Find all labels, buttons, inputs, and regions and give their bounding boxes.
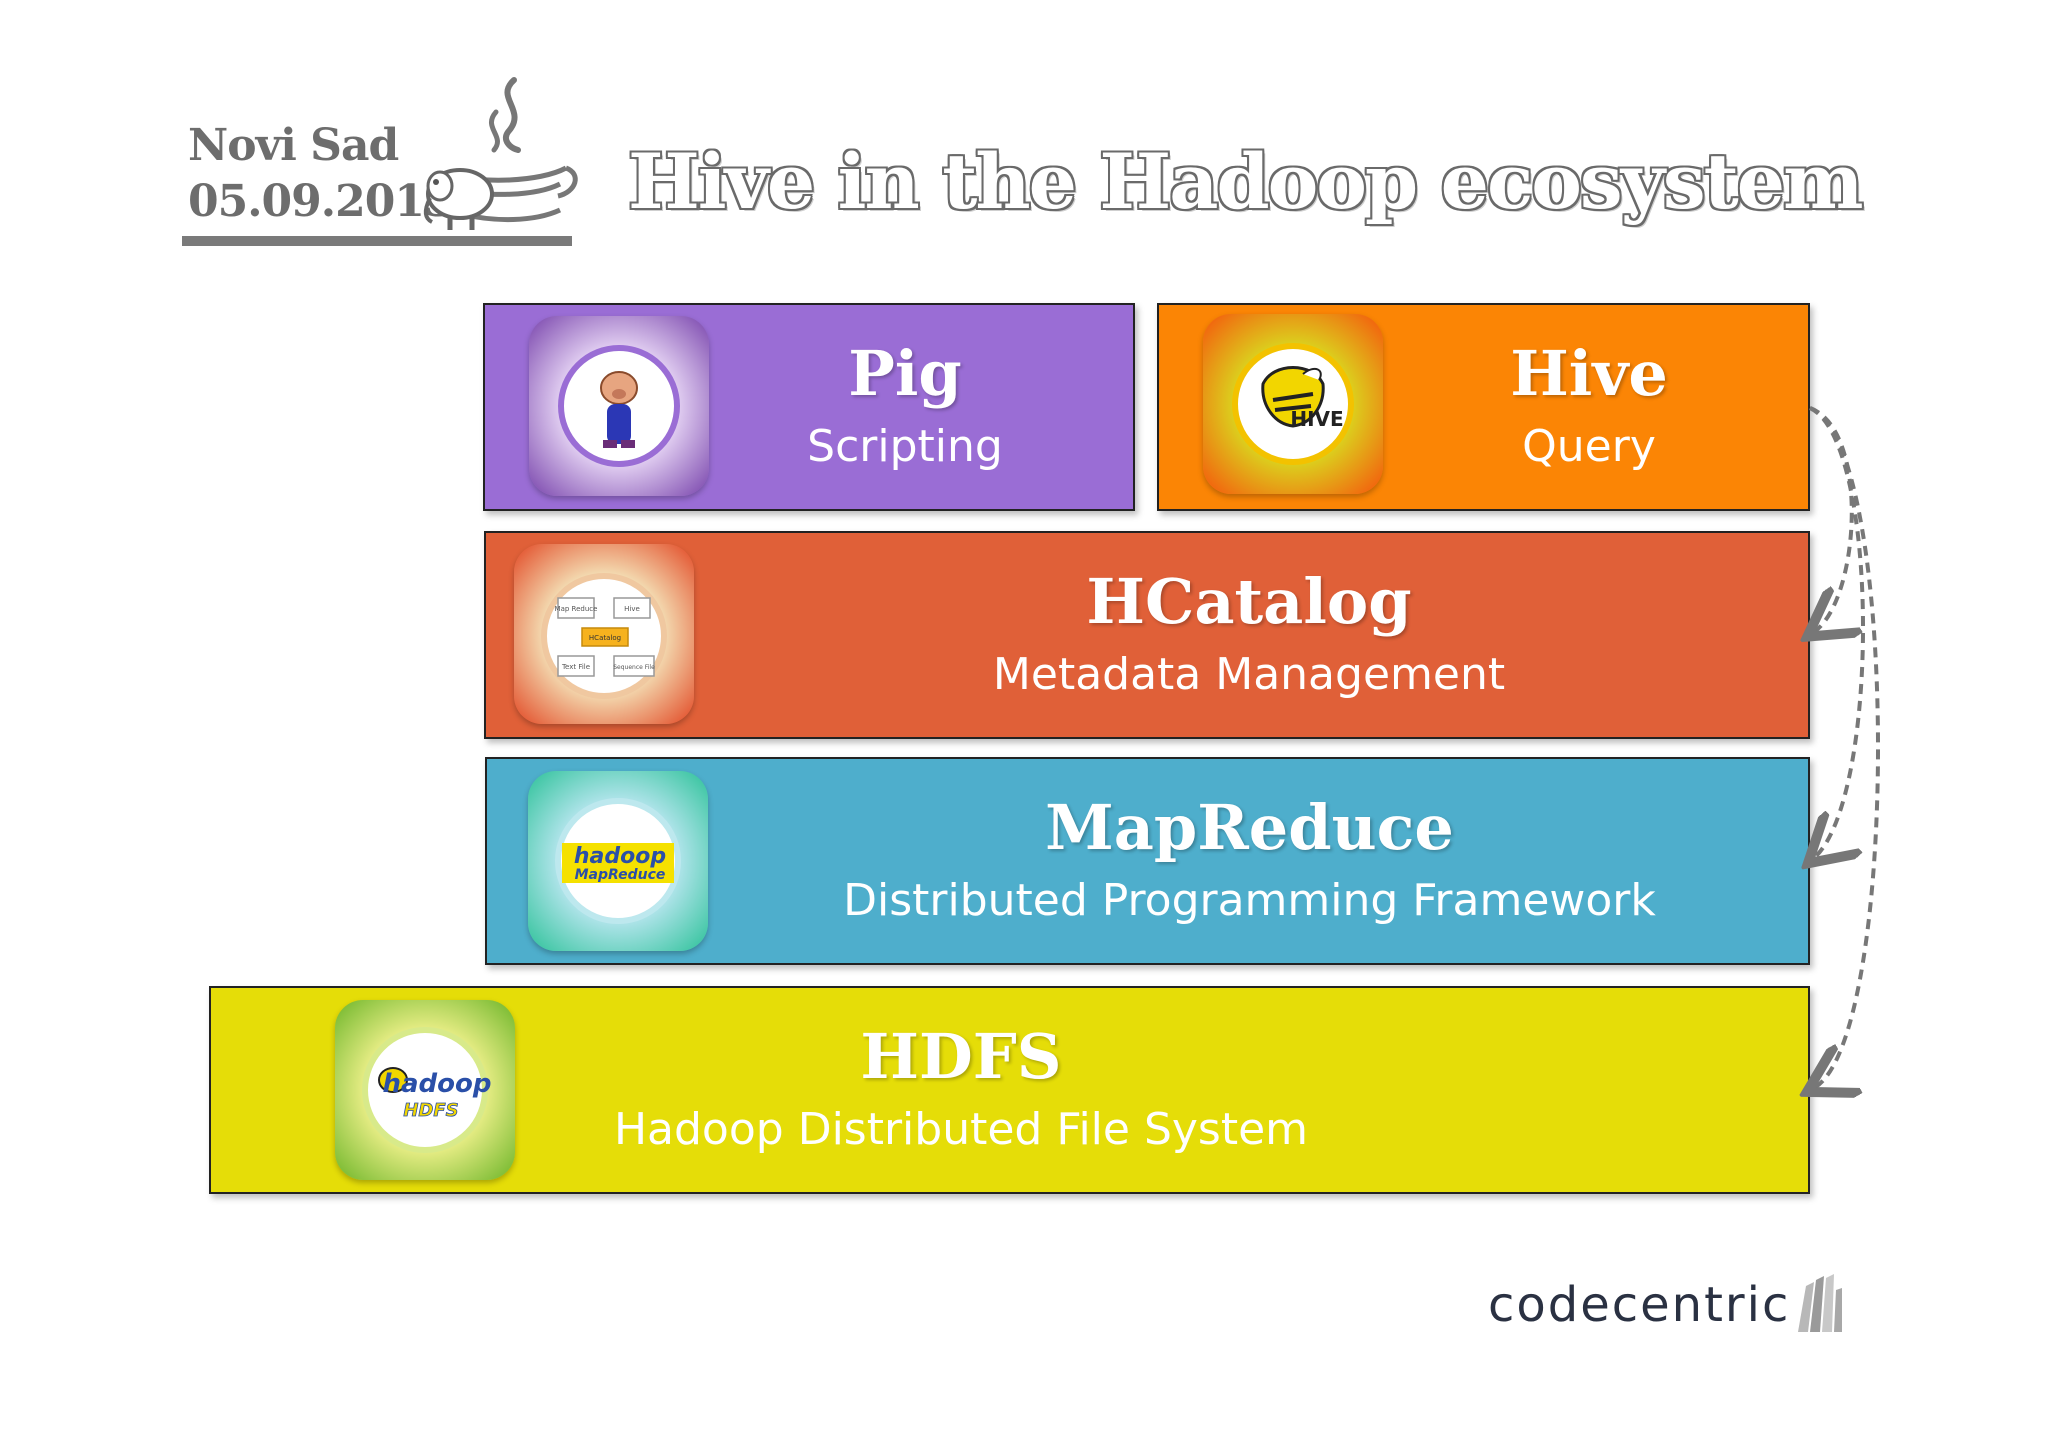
layer-hcatalog: Map Reduce Hive HCatalog Text File Seque…	[484, 531, 1810, 739]
mapreduce-icon-word: MapReduce	[575, 867, 666, 883]
header-rule	[182, 236, 572, 246]
layer-description: Distributed Programming Framework	[843, 875, 1656, 926]
brand-name: codecentric	[1488, 1277, 1791, 1333]
layer-name: MapReduce	[1045, 791, 1454, 864]
event-info: Novi Sad 05.09.2013	[188, 118, 455, 230]
layer-pig: Pig Scripting	[483, 303, 1135, 511]
arrow-hive-to-hdfs	[1810, 406, 1880, 1088]
event-header: Novi Sad 05.09.2013	[182, 118, 572, 248]
hdfs-icon-word: HDFS	[403, 1100, 458, 1121]
mapreduce-icon: hadoop MapReduce	[528, 771, 708, 951]
hdfs-icon-hadoop-word: hadoop	[382, 1069, 491, 1099]
layer-description: Query	[1522, 421, 1656, 472]
layer-hdfs: hadoop HDFS HDFS Hadoop Distributed File…	[209, 986, 1810, 1194]
hdfs-icon: hadoop HDFS	[335, 1000, 515, 1180]
hcatalog-icon: Map Reduce Hive HCatalog Text File Seque…	[514, 544, 694, 724]
pig-icon	[529, 316, 709, 496]
layer-name: Hive	[1510, 337, 1668, 410]
hive-icon-label: HIVE	[1290, 407, 1343, 431]
layer-description: Hadoop Distributed File System	[613, 1104, 1309, 1155]
hcatalog-diagram-top-left: Map Reduce	[555, 605, 598, 613]
layer-name: HCatalog	[1086, 565, 1412, 638]
codecentric-mark-icon	[1798, 1274, 1842, 1332]
layer-description: Metadata Management	[992, 649, 1506, 700]
arrow-hive-to-hcatalog	[1810, 406, 1852, 632]
hcatalog-diagram-bottom-left: Text File	[561, 663, 590, 671]
layer-name: HDFS	[860, 1020, 1062, 1093]
event-date: 05.09.2013	[188, 176, 455, 227]
hcatalog-diagram-center: HCatalog	[589, 634, 621, 642]
hive-icon: HIVE	[1203, 314, 1383, 494]
layer-name: Pig	[848, 337, 962, 410]
layer-mapreduce: hadoop MapReduce MapReduce Distributed P…	[485, 757, 1810, 965]
event-city: Novi Sad	[188, 120, 399, 171]
layer-description: Scripting	[807, 421, 1003, 472]
slide-title: Hive in the Hadoop ecosystem	[628, 137, 1864, 226]
codecentric-logo: codecentric	[1488, 1270, 1848, 1340]
hcatalog-diagram-top-right: Hive	[624, 605, 640, 613]
layer-hive: HIVE Hive Query	[1157, 303, 1810, 511]
mapreduce-icon-hadoop-word: hadoop	[574, 844, 666, 869]
arrow-hive-to-mapreduce	[1810, 406, 1865, 858]
java-hadoop-logo-icon	[423, 77, 578, 230]
hcatalog-diagram-bottom-right: Sequence File	[613, 664, 655, 671]
